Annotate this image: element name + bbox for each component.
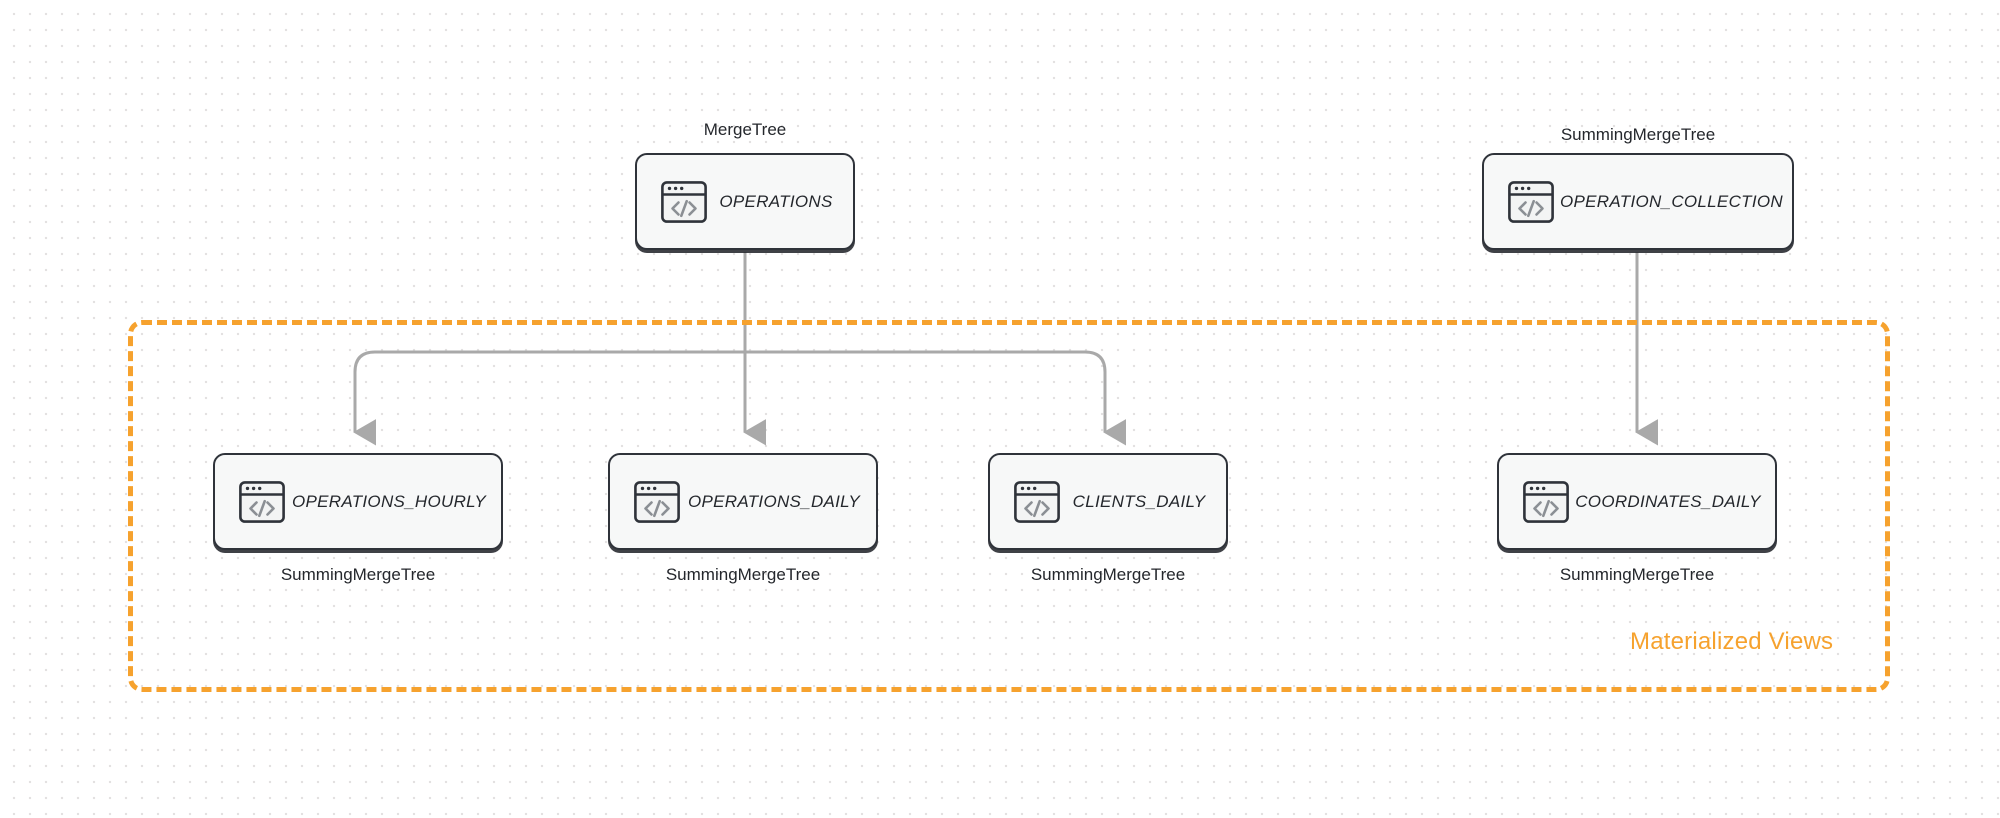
engine-caption-operations-daily: SummingMergeTree (665, 565, 821, 584)
code-window-icon (661, 180, 707, 223)
engine-caption-clients-daily: SummingMergeTree (1030, 565, 1186, 584)
code-window-icon (1014, 480, 1060, 523)
node-operation-collection[interactable]: OPERATION_COLLECTION (1482, 153, 1794, 250)
engine-caption-operations-hourly: SummingMergeTree (280, 565, 436, 584)
node-label-coordinates-daily: COORDINATES_DAILY (1575, 491, 1761, 511)
engine-caption-operation-collection: SummingMergeTree (1560, 125, 1716, 144)
node-label-operations-daily: OPERATIONS_DAILY (687, 491, 861, 511)
code-window-icon (1523, 480, 1569, 523)
node-label-clients-daily: CLIENTS_DAILY (1072, 491, 1206, 511)
engine-caption-operations: MergeTree (703, 120, 787, 139)
code-window-icon (634, 480, 680, 523)
materialized-views-group-label: Materialized Views (1630, 628, 1834, 655)
engine-caption-coordinates-daily: SummingMergeTree (1559, 565, 1715, 584)
node-label-operations-hourly: OPERATIONS_HOURLY (291, 491, 487, 511)
code-window-icon (239, 480, 285, 523)
node-operations-hourly[interactable]: OPERATIONS_HOURLY (213, 453, 503, 550)
node-clients-daily[interactable]: CLIENTS_DAILY (988, 453, 1228, 550)
code-window-icon (1508, 180, 1554, 223)
materialized-views-group[interactable] (128, 320, 1890, 692)
node-coordinates-daily[interactable]: COORDINATES_DAILY (1497, 453, 1777, 550)
node-operations[interactable]: OPERATIONS (635, 153, 855, 250)
node-operations-daily[interactable]: OPERATIONS_DAILY (608, 453, 878, 550)
node-label-operations: OPERATIONS (719, 191, 833, 211)
node-label-operation-collection: OPERATION_COLLECTION (1560, 191, 1783, 211)
